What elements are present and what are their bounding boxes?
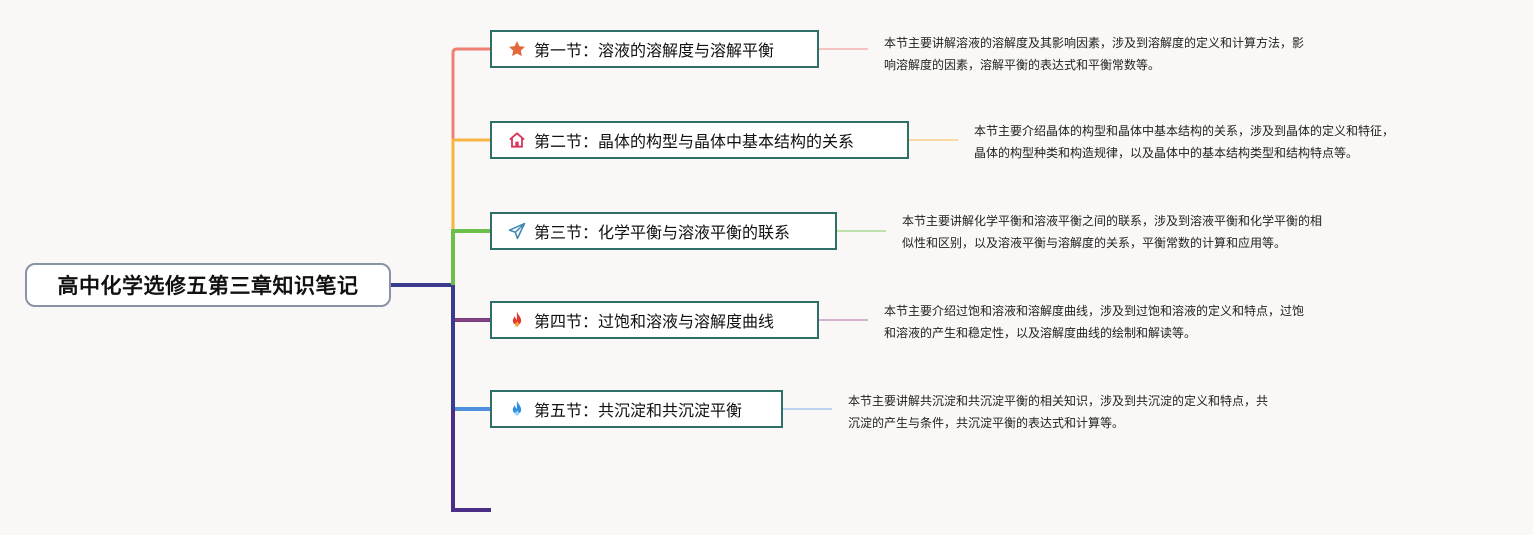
home-icon [506, 129, 528, 151]
root-topic[interactable]: 高中化学选修五第三章知识笔记 [25, 263, 391, 307]
note-2: 本节主要介绍晶体的构型和晶体中基本结构的关系，涉及到晶体的定义和特征， 晶体的构… [974, 120, 1394, 164]
note-1: 本节主要讲解溶液的溶解度及其影响因素，涉及到溶解度的定义和计算方法，影 响溶解度… [884, 32, 1304, 76]
topic-1-label: 第一节：溶液的溶解度与溶解平衡 [534, 41, 775, 60]
note-3-line-1: 本节主要讲解化学平衡和溶液平衡之间的联系，涉及到溶液平衡和化学平衡的相 [902, 214, 1323, 228]
topic-5-label: 第五节：共沉淀和共沉淀平衡 [534, 401, 743, 420]
topic-3[interactable]: 第三节：化学平衡与溶液平衡的联系 [490, 212, 837, 250]
note-5-line-2: 沉淀的产生与条件，共沉淀平衡的表达式和计算等。 [848, 416, 1125, 430]
note-5-line-1: 本节主要讲解共沉淀和共沉淀平衡的相关知识，涉及到共沉淀的定义和特点，共 [848, 394, 1269, 408]
topic-3-label: 第三节：化学平衡与溶液平衡的联系 [534, 223, 791, 242]
root-title: 高中化学选修五第三章知识笔记 [57, 274, 359, 298]
star-icon [506, 38, 528, 60]
note-4-line-1: 本节主要介绍过饱和溶液和溶解度曲线，涉及到过饱和溶液的定义和特点，过饱 [884, 304, 1305, 318]
note-4-line-2: 和溶液的产生和稳定性，以及溶解度曲线的绘制和解读等。 [884, 326, 1197, 340]
topic-4[interactable]: 第四节：过饱和溶液与溶解度曲线 [490, 301, 819, 339]
blue-flame-icon [506, 398, 528, 420]
topic-2[interactable]: 第二节：晶体的构型与晶体中基本结构的关系 [490, 121, 909, 159]
note-3-line-2: 似性和区别，以及溶液平衡与溶解度的关系，平衡常数的计算和应用等。 [902, 236, 1287, 250]
note-3: 本节主要讲解化学平衡和溶液平衡之间的联系，涉及到溶液平衡和化学平衡的相 似性和区… [902, 210, 1322, 254]
note-2-line-2: 晶体的构型种类和构造规律，以及晶体中的基本结构类型和结构特点等。 [974, 146, 1359, 160]
branch-line-2 [451, 138, 491, 231]
branch-line-1 [451, 47, 491, 140]
note-4: 本节主要介绍过饱和溶液和溶解度曲线，涉及到过饱和溶液的定义和特点，过饱 和溶液的… [884, 300, 1304, 344]
fire-icon [506, 309, 528, 331]
branch-line-5 [451, 320, 491, 411]
topic-1[interactable]: 第一节：溶液的溶解度与溶解平衡 [490, 30, 819, 68]
topic-4-label: 第四节：过饱和溶液与溶解度曲线 [534, 312, 775, 331]
paper-plane-icon [506, 220, 528, 242]
note-1-line-2: 响溶解度的因素，溶解平衡的表达式和平衡常数等。 [884, 58, 1161, 72]
branch-line-4 [451, 285, 491, 322]
topic-5[interactable]: 第五节：共沉淀和共沉淀平衡 [490, 390, 783, 428]
branch-line-3 [451, 229, 491, 285]
note-2-line-1: 本节主要介绍晶体的构型和晶体中基本结构的关系，涉及到晶体的定义和特征， [974, 124, 1395, 138]
topic-2-label: 第二节：晶体的构型与晶体中基本结构的关系 [534, 132, 855, 151]
note-5: 本节主要讲解共沉淀和共沉淀平衡的相关知识，涉及到共沉淀的定义和特点，共 沉淀的产… [848, 390, 1268, 434]
note-1-line-1: 本节主要讲解溶液的溶解度及其影响因素，涉及到溶解度的定义和计算方法，影 [884, 36, 1305, 50]
branch-line-extra [451, 409, 491, 512]
